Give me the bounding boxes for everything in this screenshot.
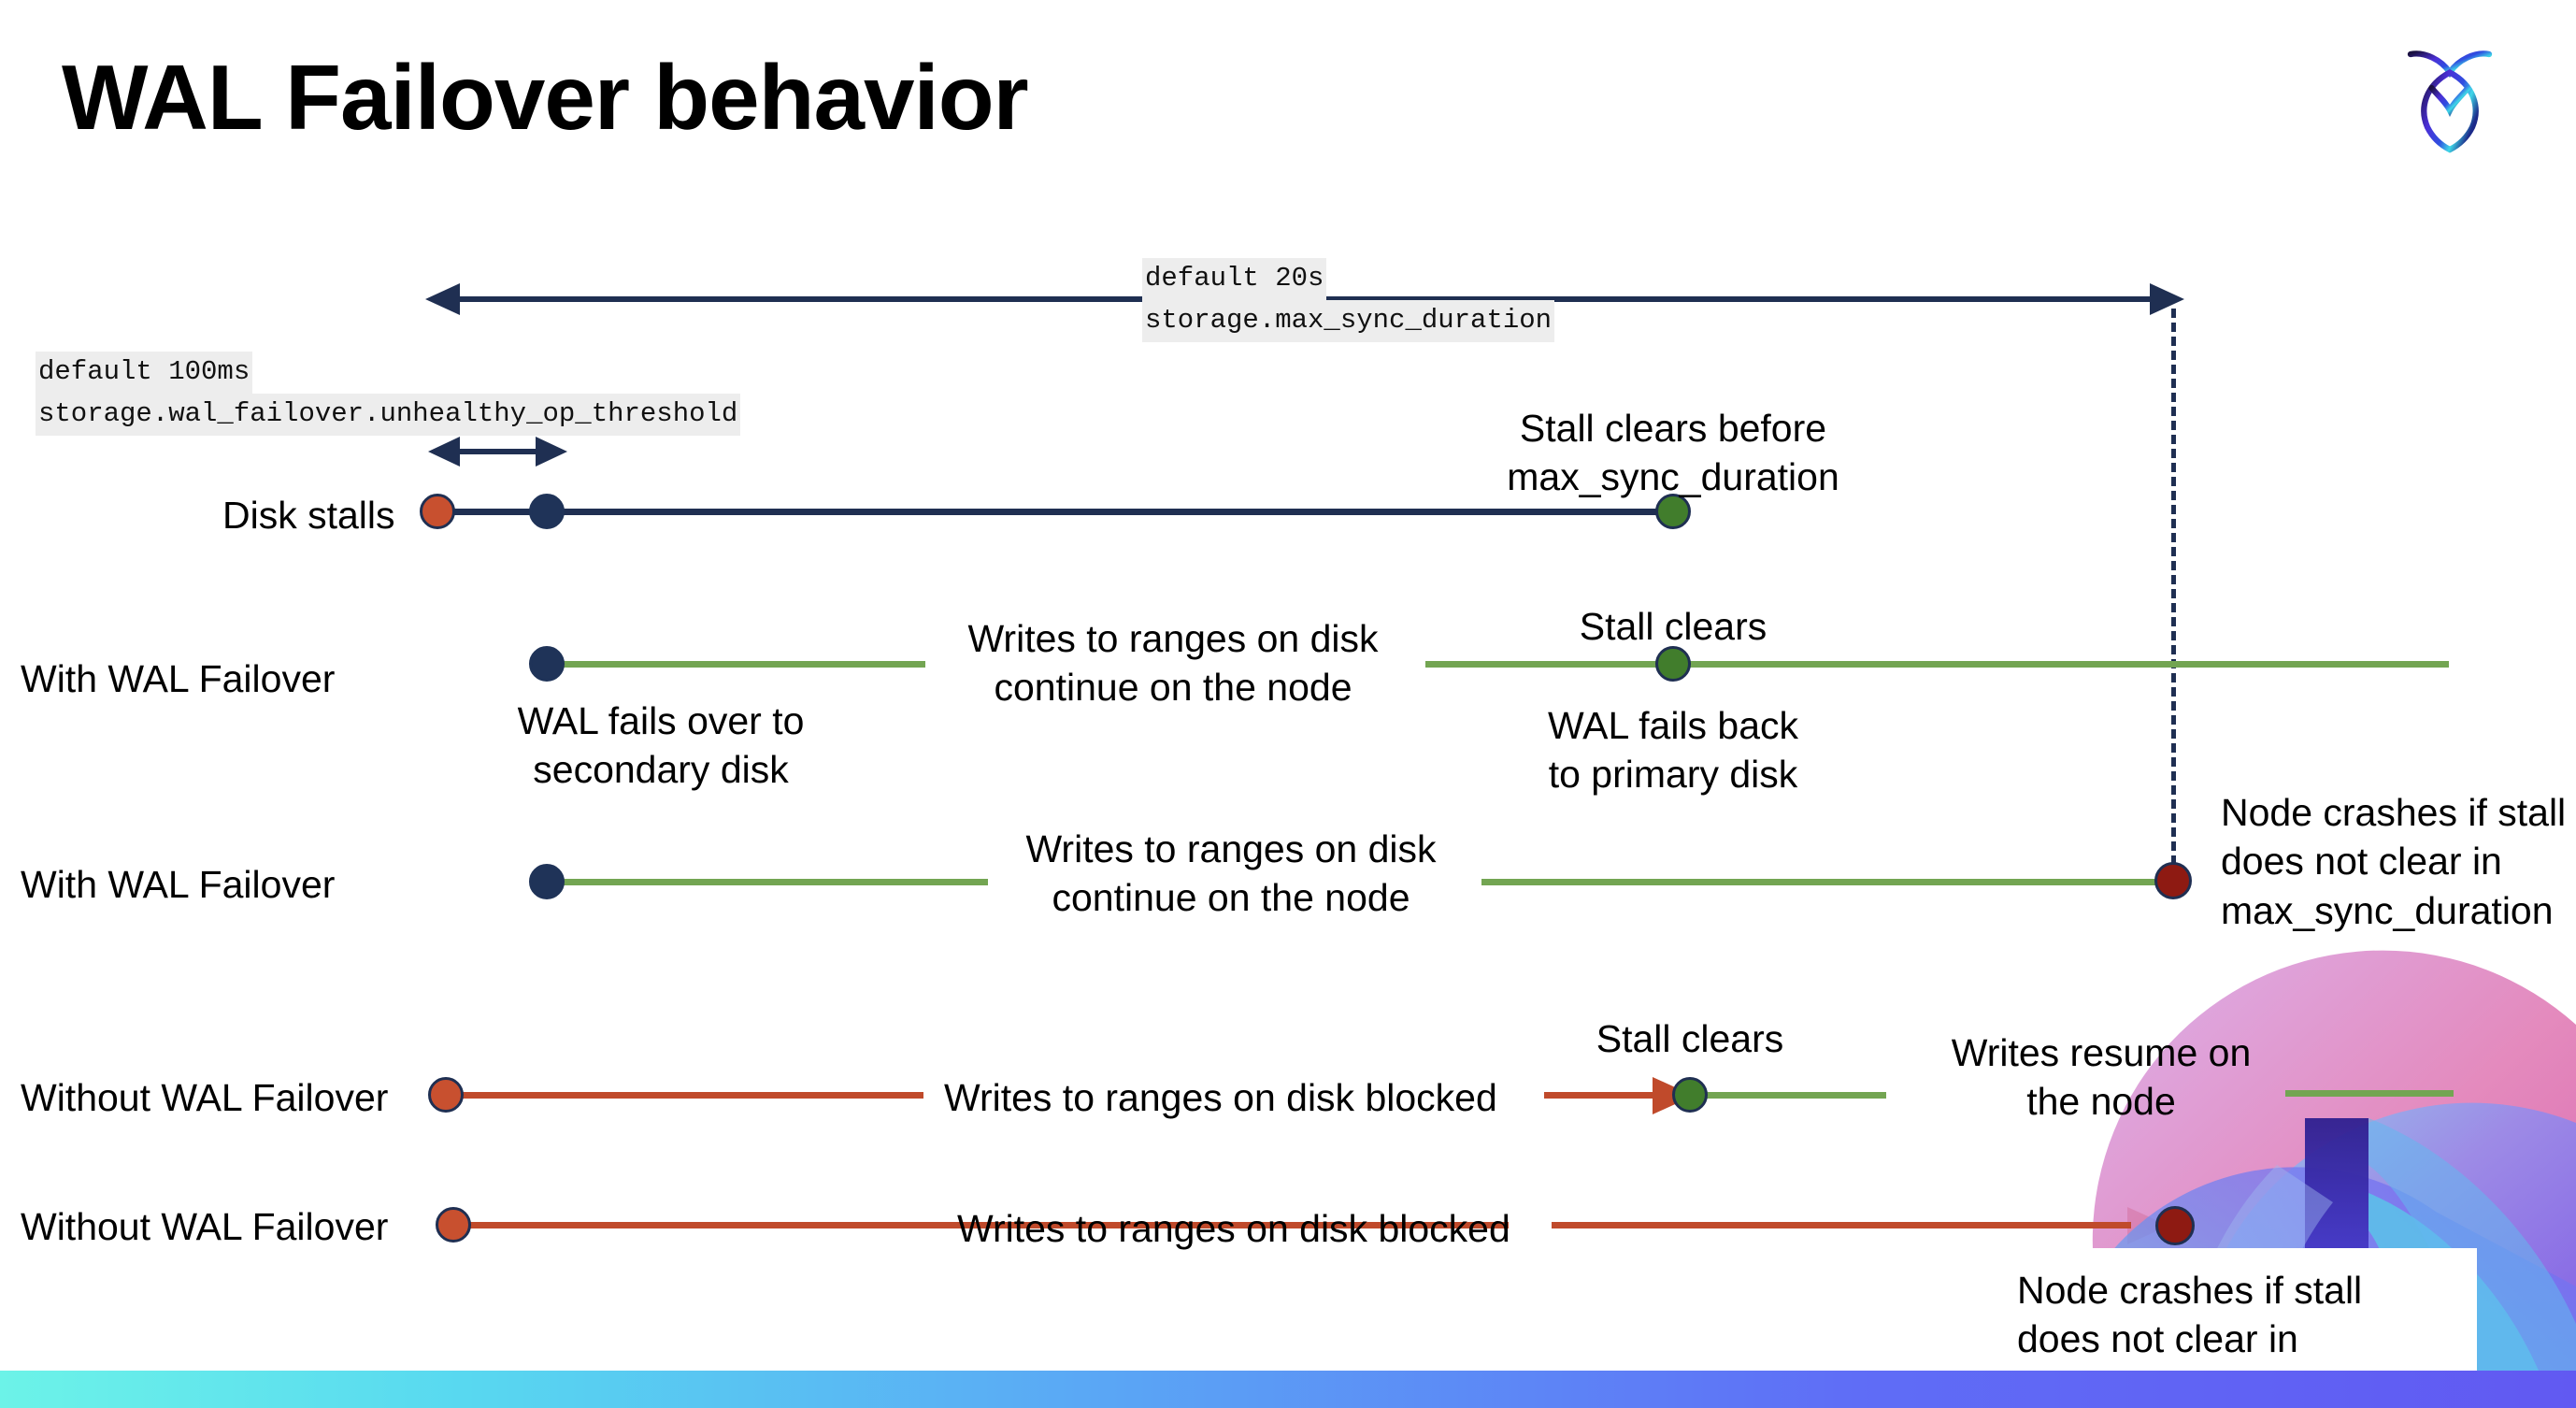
row-label-disk-stalls: Disk stalls: [222, 494, 395, 537]
row4-stall-start-dot: [428, 1077, 464, 1113]
page-title: WAL Failover behavior: [62, 46, 1029, 149]
max-sync-duration-setting-label: default 20s storage.max_sync_duration: [1142, 258, 1555, 342]
row5-stall-start-dot: [436, 1207, 471, 1243]
wal-failover-trigger-dot: [529, 494, 565, 529]
row3-green-segment-left: [544, 879, 988, 885]
disk-stall-start-dot: [420, 494, 455, 529]
row2-green-segment-right: [1425, 661, 2449, 668]
stall-clears-before-line1: Stall clears before: [1519, 407, 1827, 450]
wal-fails-over-line1: WAL fails over to: [517, 699, 805, 742]
row3-writes-continue-line1: Writes to ranges on disk: [1025, 827, 1437, 870]
row2-writes-continue-line1: Writes to ranges on disk: [967, 617, 1379, 660]
row2-failover-dot: [529, 646, 565, 682]
wal-fails-over-line2: secondary disk: [533, 748, 789, 792]
row3-writes-continue-line2: continue on the node: [1052, 876, 1410, 920]
row2-writes-continue-line2: continue on the node: [994, 666, 1352, 710]
annotation-row3-node-crashes: Node crashes if stall does not clear in …: [2221, 788, 2576, 935]
annotation-row4-writes-blocked: Writes to ranges on disk blocked: [944, 1076, 1497, 1119]
annotation-row3-writes-continue: Writes to ranges on disk continue on the…: [1002, 825, 1460, 923]
row4-green-segment-far-right: [2285, 1090, 2454, 1097]
bottom-gradient-bar: [0, 1371, 2576, 1408]
annotation-wal-fails-over: WAL fails over to secondary disk: [479, 697, 843, 795]
unhealthy-op-threshold-setting-label: default 100ms storage.wal_failover.unhea…: [36, 352, 741, 436]
row5-node-crashes-line1: Node crashes if stall: [2017, 1269, 2363, 1312]
annotation-writes-resume: Writes resume on the node: [1924, 1028, 2279, 1127]
max-sync-deadline-dashed-line: [2171, 309, 2176, 879]
stall-clears-before-line2: max_sync_duration: [1507, 455, 1839, 499]
row3-failover-dot: [529, 864, 565, 899]
annotation-row5-writes-blocked: Writes to ranges on disk blocked: [957, 1207, 1510, 1250]
row4-red-segment-left: [449, 1092, 923, 1099]
row3-node-crashes-line2: does not clear in: [2221, 840, 2502, 884]
row2-green-segment-left: [544, 661, 925, 668]
row-label-without-wal-failover-2: Without WAL Failover: [21, 1205, 389, 1248]
row4-green-segment: [1694, 1092, 1886, 1099]
writes-resume-line1: Writes resume on: [1951, 1031, 2252, 1074]
row5-node-crash-dot: [2155, 1206, 2195, 1245]
row2-stall-clear-dot: [1655, 646, 1691, 682]
row-label-without-wal-failover-1: Without WAL Failover: [21, 1076, 389, 1119]
row3-node-crashes-line1: Node crashes if stall: [2221, 791, 2567, 834]
unhealthy-setting-text: storage.wal_failover.unhealthy_op_thresh…: [36, 393, 741, 436]
disk-stalls-timeline: [437, 509, 1673, 515]
unhealthy-threshold-arrow: [428, 437, 567, 467]
row3-node-crash-dot: [2154, 862, 2192, 899]
row3-green-segment-right: [1481, 879, 2173, 885]
row-label-with-wal-failover-1: With WAL Failover: [21, 657, 336, 700]
row-label-with-wal-failover-2: With WAL Failover: [21, 863, 336, 906]
max-sync-setting-text: storage.max_sync_duration: [1142, 299, 1555, 342]
row5-node-crashes-line2: does not clear in: [2017, 1317, 2298, 1361]
annotation-row4-stall-clears: Stall clears: [1596, 1017, 1784, 1060]
annotation-row2-writes-continue: Writes to ranges on disk continue on the…: [944, 614, 1402, 712]
annotation-row2-stall-clears: Stall clears: [1579, 605, 1767, 648]
row4-stall-clear-dot: [1672, 1077, 1708, 1113]
row5-red-segment-left: [460, 1222, 1509, 1228]
annotation-stall-clears-before: Stall clears before max_sync_duration: [1486, 404, 1860, 502]
annotation-wal-fails-back: WAL fails back to primary disk: [1486, 701, 1860, 799]
wal-fails-back-line2: to primary disk: [1548, 753, 1798, 797]
row4-red-segment-right: [1544, 1092, 1675, 1099]
max-sync-default-text: default 20s: [1142, 258, 1327, 300]
unhealthy-default-text: default 100ms: [36, 352, 253, 394]
row3-node-crashes-line3: max_sync_duration: [2221, 888, 2554, 932]
row5-red-segment-right: [1552, 1222, 2131, 1228]
wal-fails-back-line1: WAL fails back: [1547, 704, 1799, 747]
cockroachdb-logo-icon: [2380, 26, 2520, 166]
writes-resume-line2: the node: [2026, 1080, 2176, 1124]
disk-stall-clear-dot: [1655, 494, 1691, 529]
